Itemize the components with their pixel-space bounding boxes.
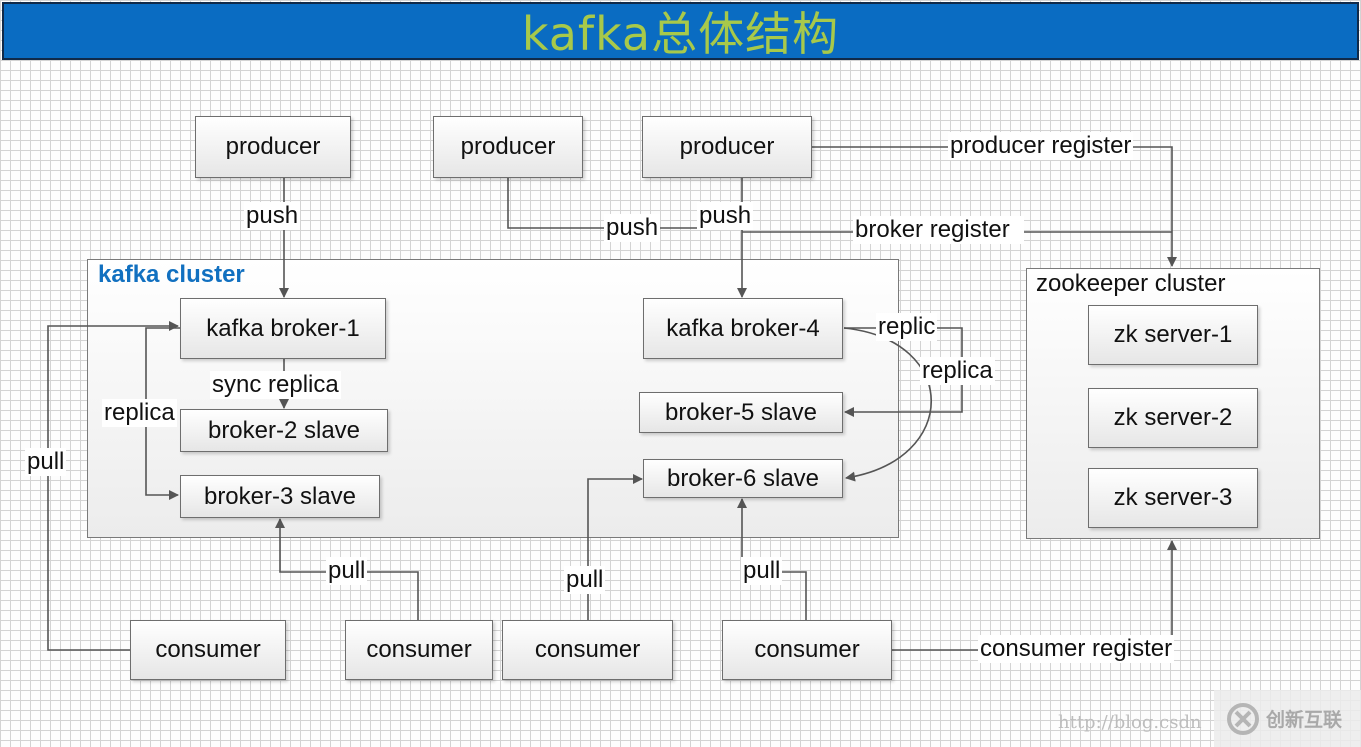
edge-push-2: [507, 177, 742, 229]
broker-4: kafka broker-4: [643, 298, 843, 359]
label-push-1: push: [244, 202, 301, 230]
label-consumer-register: consumer register: [978, 635, 1175, 663]
zk-server-1: zk server-1: [1088, 305, 1258, 365]
broker-1: kafka broker-1: [180, 298, 386, 359]
consumer-3: consumer: [502, 620, 673, 680]
consumer-4: consumer: [722, 620, 892, 680]
edge-pull-1: [47, 321, 179, 651]
producer-1: producer: [195, 116, 351, 178]
edge-pull-3: [587, 474, 643, 620]
producer-3: producer: [642, 116, 812, 178]
label-pull-3: pull: [564, 566, 606, 594]
label-sync-replica: sync replica: [210, 371, 341, 399]
consumer-2: consumer: [345, 620, 493, 680]
broker-2-slave: broker-2 slave: [180, 409, 388, 452]
broker-5-slave: broker-5 slave: [639, 392, 843, 433]
logo: 创新互联: [1214, 690, 1361, 747]
logo-text: 创新互联: [1266, 710, 1343, 731]
label-pull-1: pull: [25, 448, 67, 476]
producer-2: producer: [433, 116, 583, 178]
label-replica-right: replica: [920, 357, 995, 385]
zk-server-2: zk server-2: [1088, 388, 1258, 448]
kafka-cluster-title: kafka cluster: [98, 261, 245, 288]
consumer-1: consumer: [130, 620, 286, 680]
label-push-2: push: [604, 214, 661, 242]
zk-server-3: zk server-3: [1088, 468, 1258, 528]
title-bar: kafka总体结构: [2, 2, 1359, 61]
label-replic: replic: [876, 313, 938, 341]
diagram-title: kafka总体结构: [521, 7, 840, 61]
zookeeper-cluster-title: zookeeper cluster: [1036, 270, 1226, 297]
watermark-text: http://blog.csdn: [1058, 712, 1202, 733]
logo-icon: [1227, 702, 1259, 735]
label-pull-4: pull: [741, 557, 783, 585]
edge-consumer-register: [892, 540, 1177, 651]
label-broker-register: broker register: [853, 216, 1024, 244]
broker-3-slave: broker-3 slave: [180, 475, 380, 518]
label-producer-register: producer register: [948, 132, 1134, 160]
label-push-3: push: [697, 202, 754, 230]
label-replica-left: replica: [102, 399, 177, 427]
broker-6-slave: broker-6 slave: [643, 459, 843, 498]
edge-replica-curve: [843, 327, 932, 482]
edge-producer-register: [812, 146, 1177, 267]
label-pull-2: pull: [326, 557, 368, 585]
